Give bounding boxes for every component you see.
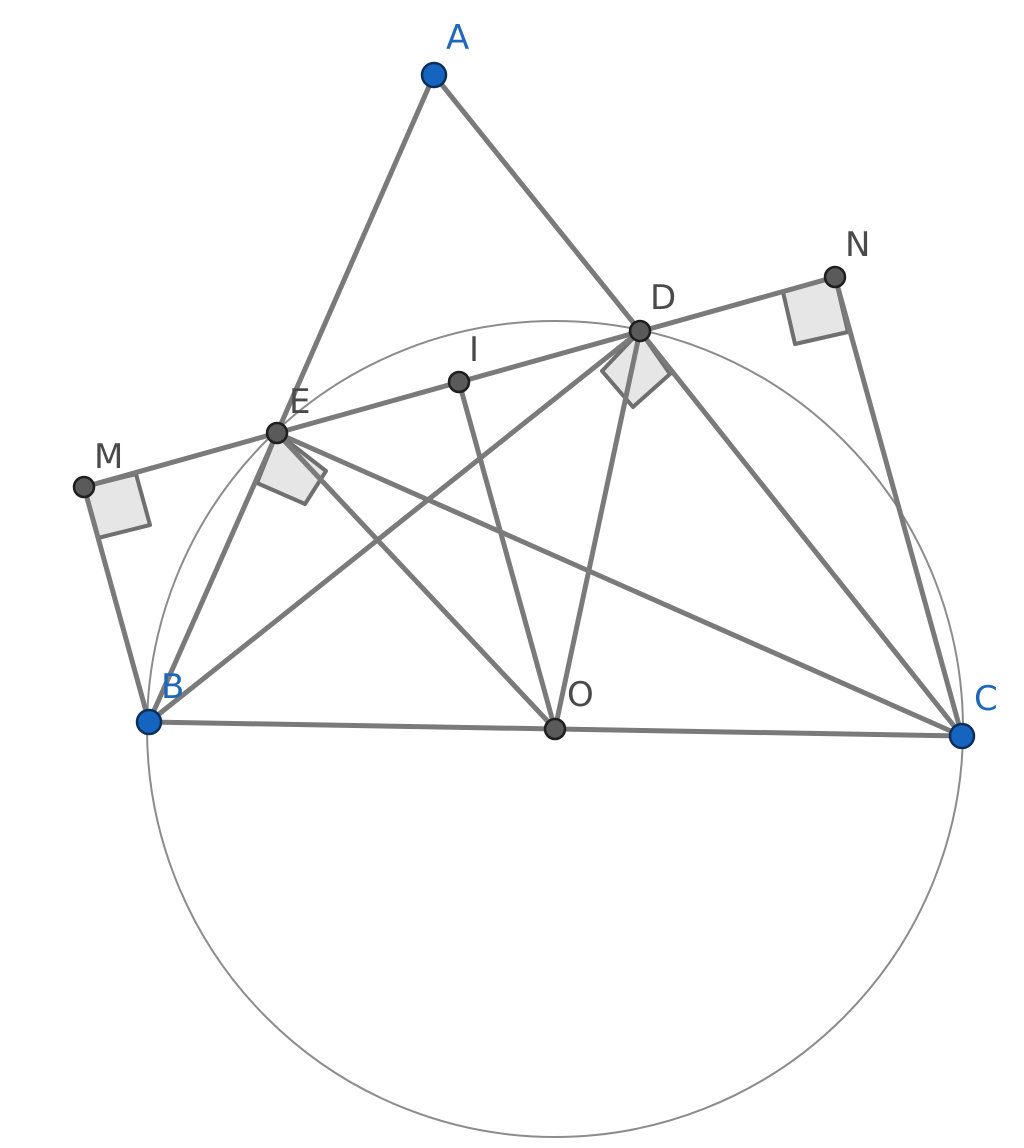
label-i: I [469, 330, 479, 370]
segment-cn [832, 274, 965, 739]
segment-io [456, 379, 558, 732]
label-o: O [567, 675, 594, 715]
segments [81, 72, 965, 739]
segment-ab [274, 72, 437, 436]
segment-ad [431, 72, 643, 334]
label-d: D [650, 278, 676, 318]
label-e: E [289, 382, 310, 422]
point-o [543, 717, 567, 741]
segment-do [552, 328, 643, 732]
label-m: M [94, 437, 123, 477]
points [72, 61, 976, 750]
label-c: C [974, 679, 998, 719]
label-a: A [446, 18, 469, 58]
label-n: N [845, 225, 870, 265]
segment-ec [274, 430, 965, 739]
point-e [265, 421, 289, 445]
segment-bm [81, 484, 152, 725]
segment-dc [637, 328, 965, 739]
labels: A B C D E I M N O [94, 18, 998, 719]
label-b: B [161, 667, 184, 707]
point-c [948, 722, 976, 750]
point-b [135, 708, 163, 736]
point-m [72, 475, 96, 499]
right-angle-marker-e [255, 431, 328, 506]
segment-be [146, 430, 280, 725]
segment-bd [146, 328, 643, 725]
point-n [823, 265, 847, 289]
point-a [420, 61, 448, 89]
segment-eo [274, 430, 558, 732]
point-i [447, 370, 471, 394]
point-d [628, 319, 652, 343]
